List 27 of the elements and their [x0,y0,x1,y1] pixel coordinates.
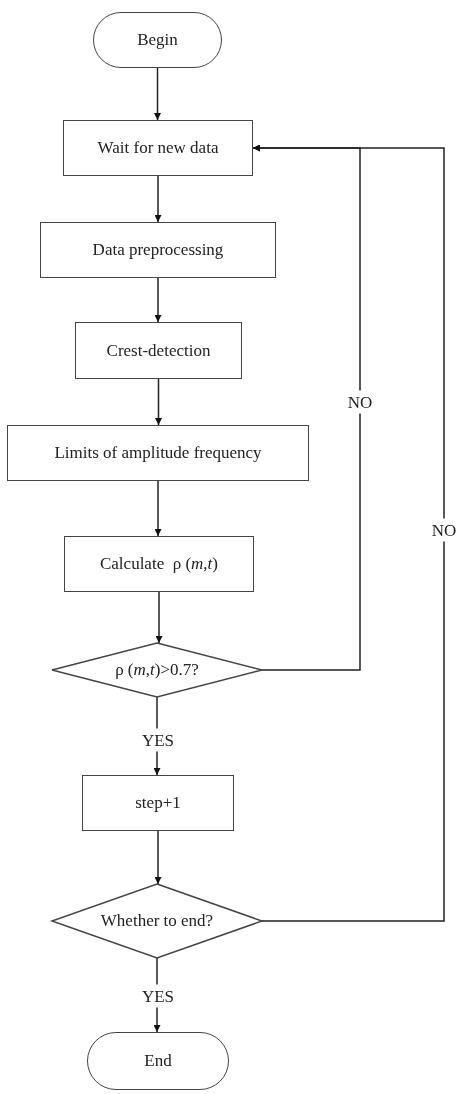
arrow [155,378,162,426]
arrow [155,591,163,644]
process-box [40,222,276,278]
process-box [7,425,309,481]
process-box [63,120,253,176]
arrow [154,830,162,885]
node-label: Begin [137,29,178,51]
node-label: Wait for new data [97,137,219,159]
edge-label: NO [429,518,459,542]
node-label: ρ (m,t)>0.7? [115,659,199,681]
node-label: Calculate ρ (m,t) [100,553,218,575]
arrow [252,144,445,922]
process-box [75,322,242,379]
process-box [64,536,254,592]
node-label: step+1 [135,792,181,814]
edge-label: NO [345,390,375,414]
node-label: Data preprocessing [92,239,224,261]
node-label: End [144,1050,172,1072]
arrow [154,67,161,121]
arrow [154,175,162,223]
arrow [154,277,162,323]
arrow [154,480,162,537]
terminal-shape [93,12,222,68]
node-label: Crest-detection [106,339,211,362]
process-box [82,775,234,831]
node-label: Whether to end? [100,910,214,932]
node-label: Limits of amplitude frequency [54,442,262,464]
